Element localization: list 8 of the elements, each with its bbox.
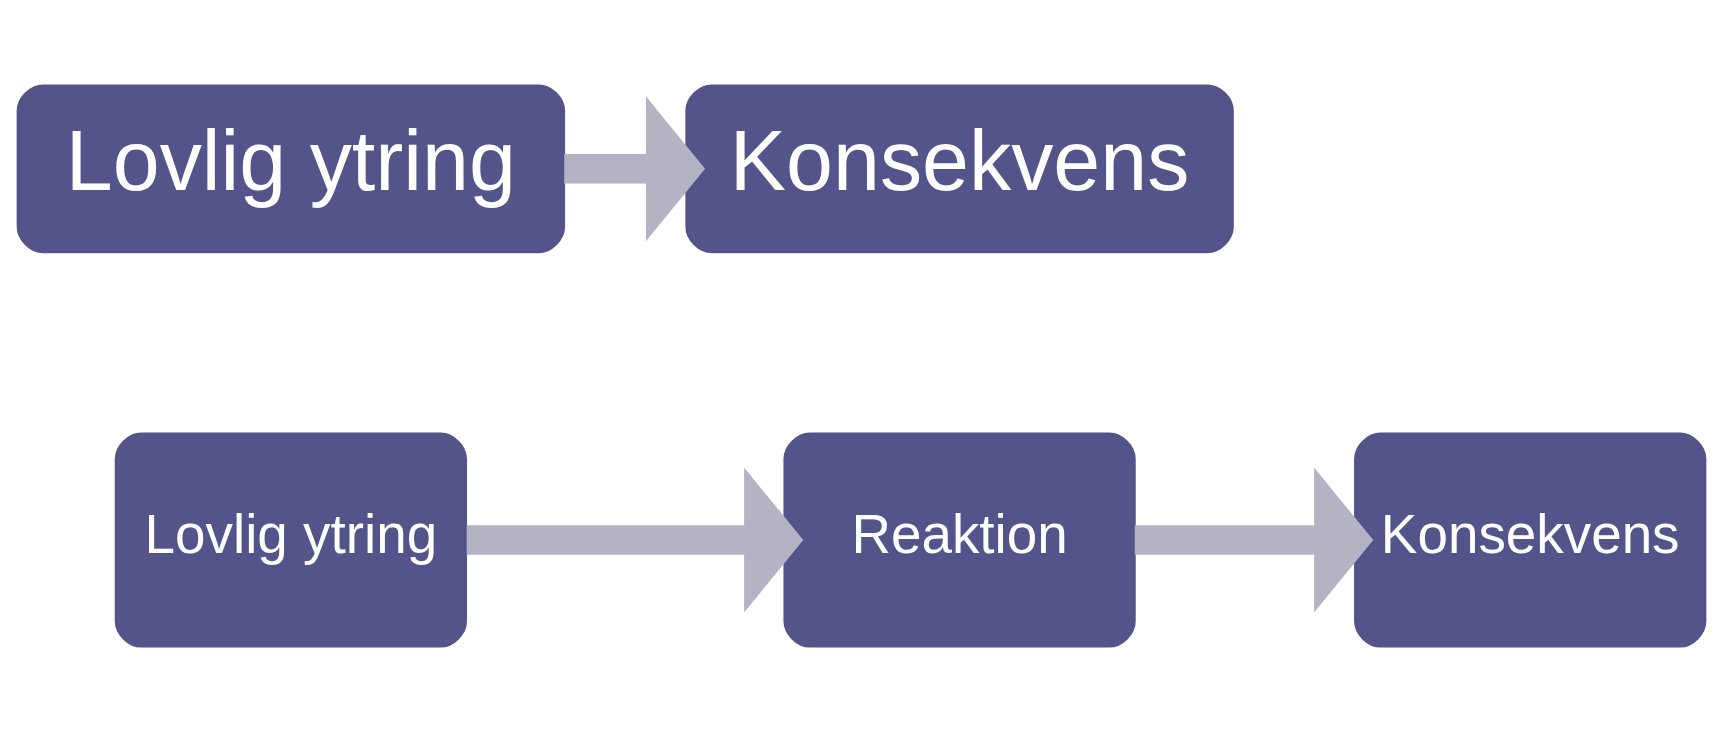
arrow xyxy=(564,96,706,242)
node-box: Lovlig ytring xyxy=(114,432,468,648)
node-box: Lovlig ytring xyxy=(16,84,566,254)
node-box: Konsekvens xyxy=(685,84,1234,254)
node-box: Konsekvens xyxy=(1354,432,1707,648)
arrow xyxy=(1134,467,1374,613)
node-box: Reaktion xyxy=(783,432,1136,648)
arrow xyxy=(466,467,804,613)
